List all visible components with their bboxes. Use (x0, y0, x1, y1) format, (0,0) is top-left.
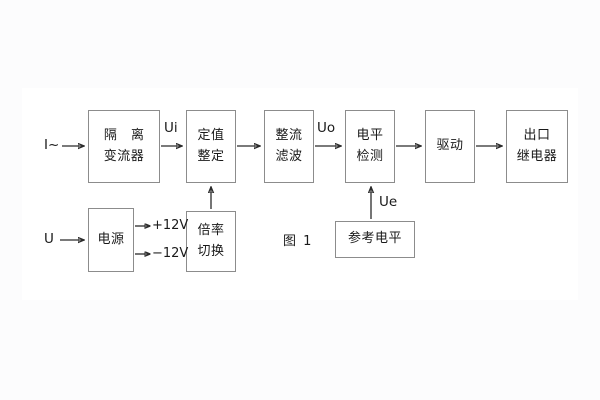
block-line: 隔 离 (103, 128, 150, 144)
block-output-relay: 出口 继电器 (506, 110, 568, 183)
label-minus-12v: −12V (152, 246, 189, 261)
label-ui-signal: Ui (164, 120, 178, 136)
block-line: 切换 (197, 243, 225, 259)
label-ue-signal: Ue (379, 194, 398, 210)
block-rectify-filter: 整流 滤波 (264, 110, 314, 183)
block-line: 继电器 (516, 148, 558, 164)
block-line: 整定 (197, 148, 225, 164)
block-power-supply: 电源 (88, 208, 134, 272)
figure-caption: 图 1 (283, 234, 313, 249)
block-reference-level: 参考电平 (335, 221, 415, 258)
block-line: 滤波 (275, 148, 303, 164)
block-line: 检测 (356, 148, 384, 164)
label-current-input: I~ (44, 137, 60, 153)
block-line: 定值 (197, 128, 225, 144)
label-uo-signal: Uo (317, 120, 336, 136)
block-line: 整流 (275, 128, 303, 144)
block-line: 电平 (356, 128, 384, 144)
block-line: 参考电平 (347, 231, 402, 247)
block-multiplier-switch: 倍率 切换 (186, 211, 236, 272)
block-line: 驱动 (436, 138, 464, 154)
block-setting-adjust: 定值 整定 (186, 110, 236, 183)
block-line: 电源 (97, 231, 125, 247)
block-driver: 驱动 (425, 110, 475, 183)
block-line: 出口 (523, 128, 551, 144)
label-plus-12v: +12V (152, 218, 189, 233)
block-line: 变流器 (103, 148, 145, 164)
block-line: 倍率 (197, 223, 225, 239)
block-level-detect: 电平 检测 (345, 110, 395, 183)
label-voltage-input: U (44, 231, 54, 247)
block-isolating-transformer: 隔 离 变流器 (88, 110, 160, 183)
